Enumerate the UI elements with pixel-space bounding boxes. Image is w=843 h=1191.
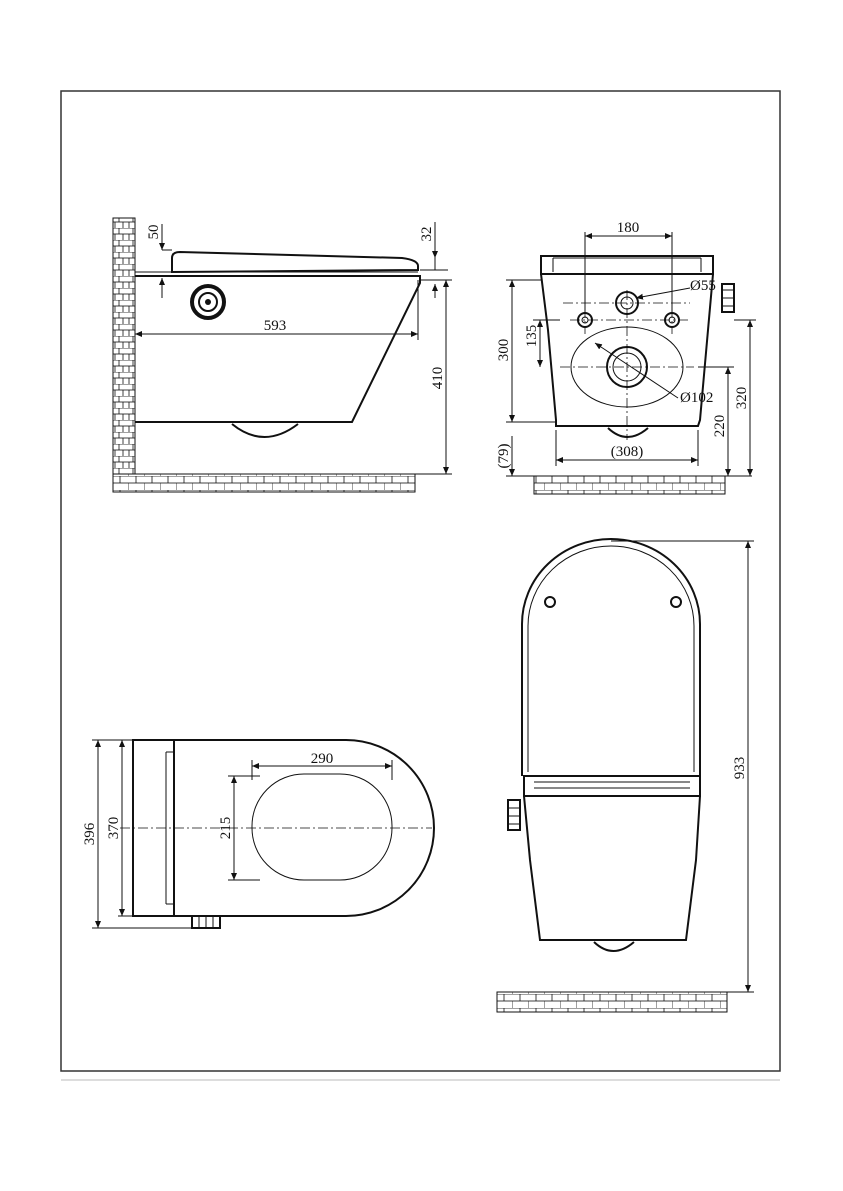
dim-label-79: (79) <box>496 444 512 469</box>
dim-label-d102: Ø102 <box>680 390 713 406</box>
floor-brick-front <box>534 476 725 494</box>
control-knob-icon <box>192 286 224 318</box>
floor-brick-lid-open <box>497 992 727 1012</box>
wall-brick <box>113 218 135 474</box>
floor-brick <box>113 474 415 492</box>
outlet-lid-open <box>594 942 634 951</box>
dim-label-215: 215 <box>218 817 234 840</box>
outlet-side <box>232 424 298 437</box>
front-view: 180 Ø55 Ø102 135 300 (79) (308) 220 32 <box>496 220 756 494</box>
dim-label-50: 50 <box>146 225 162 240</box>
lid-open-outline <box>522 539 700 776</box>
bowl-outline-side <box>135 276 420 422</box>
dim-label-396: 396 <box>82 822 98 845</box>
lid-bumper-left <box>545 597 555 607</box>
lid-bumper-right <box>671 597 681 607</box>
bowl-opening-top <box>252 774 392 880</box>
lid-open-view: 933 <box>497 539 754 1012</box>
dim-label-320: 320 <box>734 387 750 410</box>
dim-label-933: 933 <box>732 757 748 780</box>
dim-label-300: 300 <box>496 339 512 362</box>
dim-label-308: (308) <box>611 444 644 460</box>
seat-lid-front <box>541 256 713 274</box>
dim-label-135: 135 <box>524 325 540 348</box>
side-view: 50 32 593 410 <box>113 218 452 492</box>
dim-label-593: 593 <box>264 318 287 334</box>
dim-label-220: 220 <box>712 415 728 438</box>
dim-label-32: 32 <box>419 227 435 242</box>
side-connector-lid-open <box>508 800 520 830</box>
top-view: 290 215 396 370 <box>82 740 434 928</box>
dim-label-d55: Ø55 <box>690 278 716 294</box>
dim-label-180: 180 <box>617 220 640 236</box>
seat-ring-front <box>524 776 700 796</box>
dim-label-410: 410 <box>430 367 446 390</box>
dim-label-290: 290 <box>311 751 334 767</box>
seat-lid-side <box>172 252 418 272</box>
dim-label-370: 370 <box>106 817 122 840</box>
outlet-front <box>608 428 648 437</box>
bowl-outline-lid-open <box>524 796 700 940</box>
